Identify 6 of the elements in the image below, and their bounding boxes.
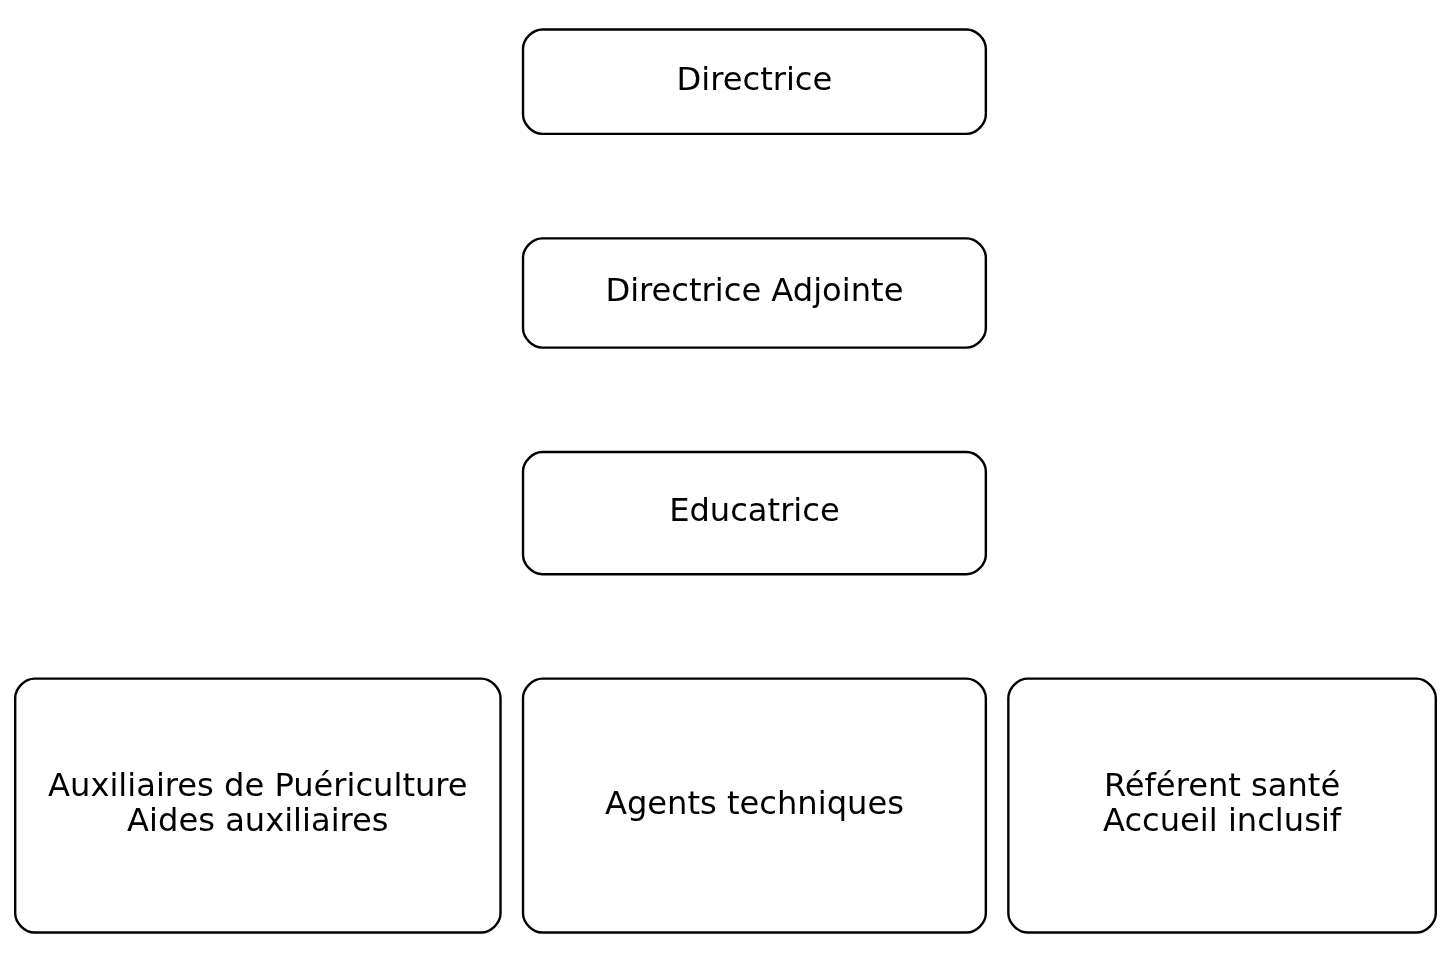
node-box: Agents techniques	[521, 676, 988, 934]
node-box: Directrice	[521, 27, 988, 135]
node-box: Auxiliaires de Puériculture Aides auxiliaires	[14, 676, 502, 934]
node-box: Directrice Adjointe	[521, 236, 988, 349]
node-box: Référent santé Accueil inclusif	[1007, 676, 1437, 934]
node-box: Educatrice	[521, 450, 988, 575]
